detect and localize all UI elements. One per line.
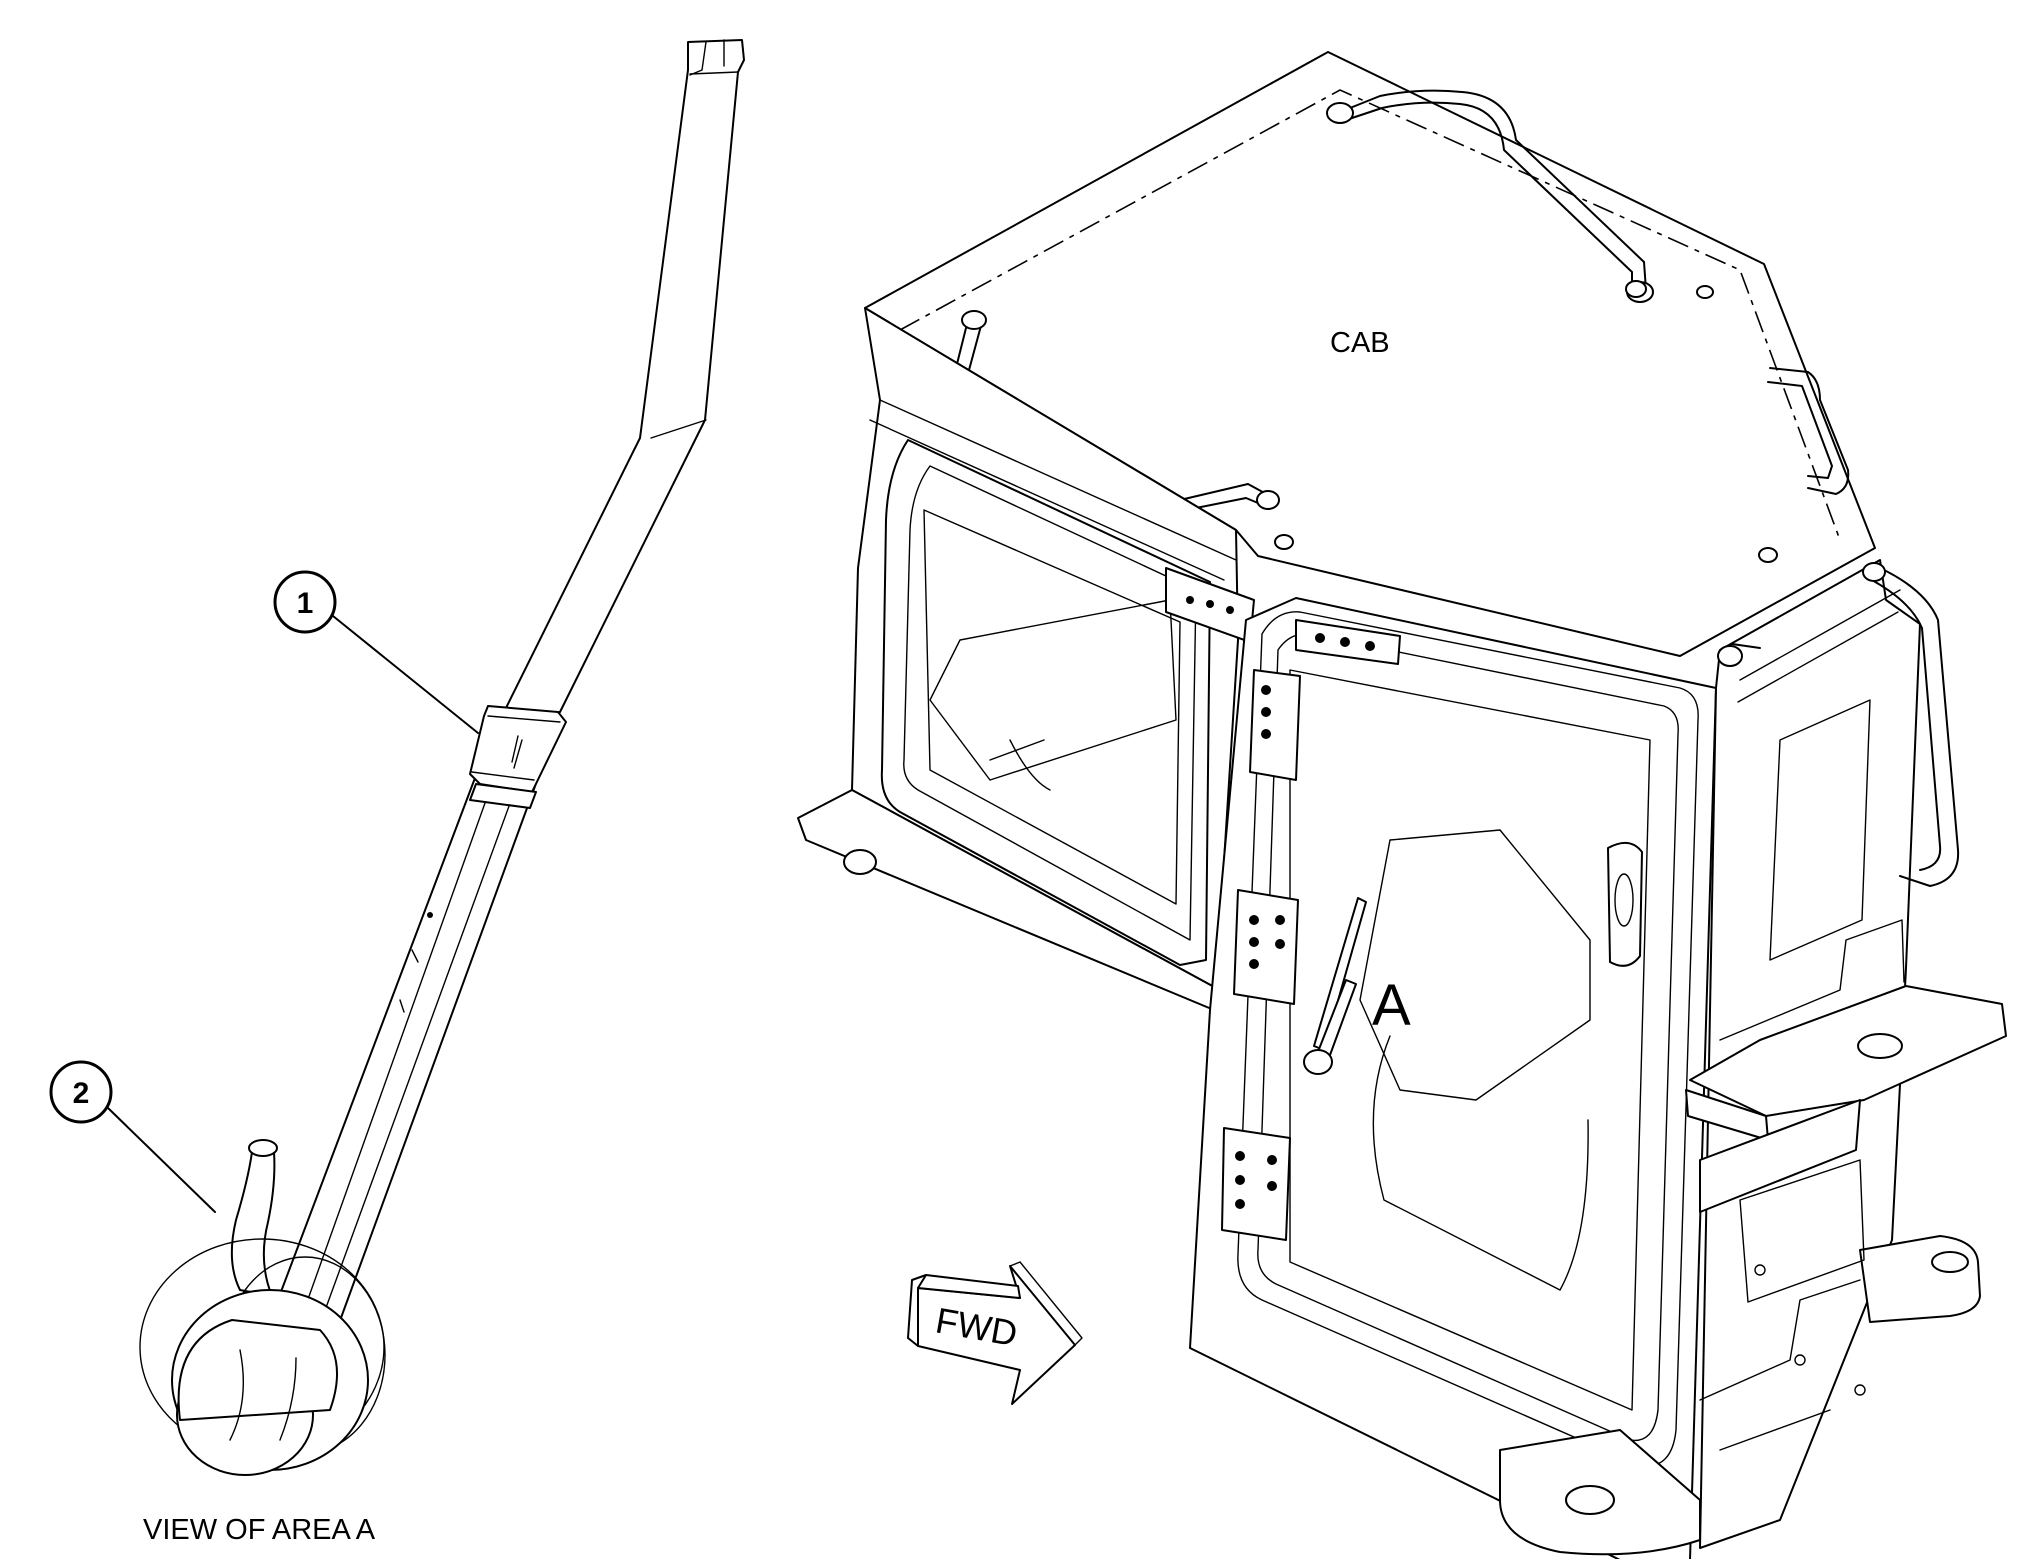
- area-a-wiper: [1303, 897, 1367, 1075]
- forward-arrow: FWD: [907, 1261, 1083, 1405]
- detail-caption: VIEW OF AREA A: [143, 1514, 376, 1546]
- svg-text:2: 2: [73, 1077, 90, 1110]
- callout-1: 1: [273, 570, 479, 734]
- area-a-marker: A: [1372, 973, 1411, 1038]
- cab-left-window: [880, 439, 1211, 966]
- door-latch: [1607, 841, 1643, 967]
- wiper-arm: [499, 39, 745, 721]
- svg-text:1: 1: [297, 587, 314, 620]
- cab-right-platform: [1689, 985, 2007, 1117]
- door-hinges: [1221, 669, 1301, 1241]
- cab-roof: [864, 51, 1876, 657]
- cab-door: [1189, 597, 1717, 1559]
- cab-label: CAB: [1330, 327, 1390, 359]
- wiper-arm-lower: [261, 769, 539, 1349]
- callout-2: 2: [49, 1060, 216, 1213]
- wiper-arm-detail: [139, 39, 745, 1476]
- cab-assembly: CAB: [797, 51, 2007, 1559]
- washer-hose: [230, 1151, 276, 1297]
